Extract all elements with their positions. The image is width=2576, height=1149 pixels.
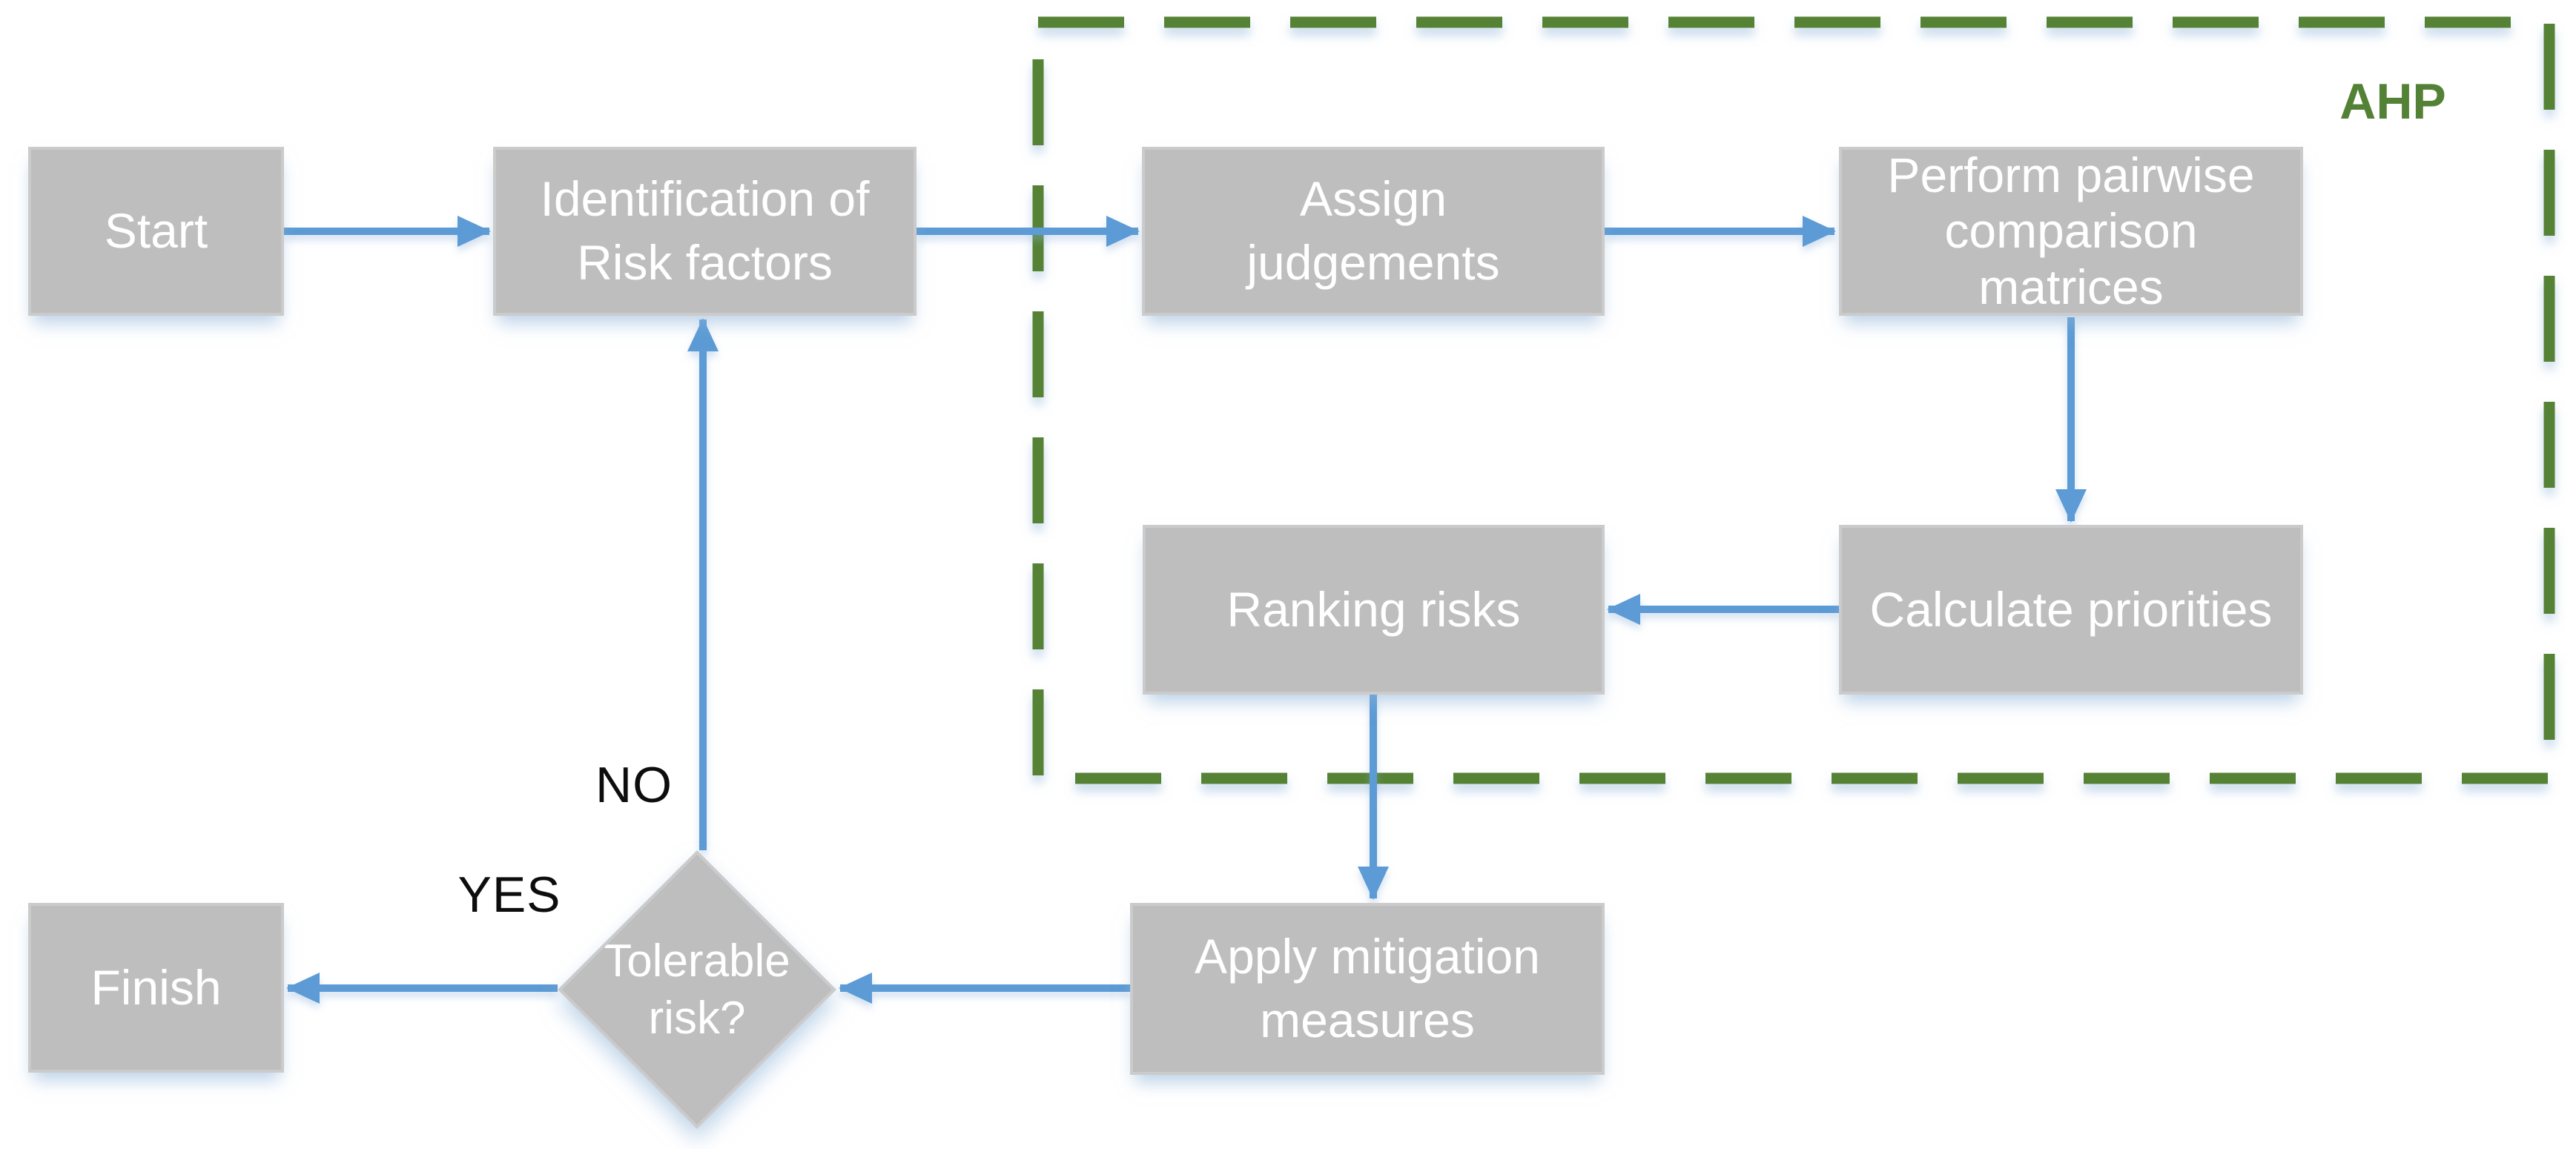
node-finish: Finish (28, 903, 284, 1073)
node-ranking-risks: Ranking risks (1143, 525, 1605, 695)
node-start-label: Start (104, 203, 208, 259)
node-apply-mitigation-measures: Apply mitigation measures (1130, 903, 1605, 1075)
node-tolerable-risk-label: Tolerable risk? (604, 935, 790, 1044)
edge-label-yes: YES (458, 867, 561, 923)
node-finish-label: Finish (90, 959, 222, 1015)
node-calculate-priorities-label: Calculate priorities (1869, 581, 2273, 637)
node-identification-of-risk-factors: Identification of Risk factors (493, 147, 917, 316)
diamond-shape: Tolerable risk? (558, 850, 836, 1129)
node-perform-pairwise-comparison-matrices: Perform pairwise comparison matrices (1839, 147, 2303, 316)
ahp-group-label: AHP (2339, 73, 2446, 130)
node-pairwise-label: Perform pairwise comparison matrices (1887, 148, 2255, 314)
node-ranking-risks-label: Ranking risks (1226, 581, 1521, 637)
node-tolerable-risk-decision: Tolerable risk? (558, 850, 836, 1129)
node-calculate-priorities: Calculate priorities (1839, 525, 2303, 695)
edge-label-no: NO (595, 757, 673, 813)
node-apply-mitigation-label: Apply mitigation measures (1195, 929, 1540, 1047)
node-assign-judgements-label: Assign judgements (1246, 171, 1500, 290)
diamond-fill: Tolerable risk? (562, 855, 832, 1125)
node-assign-judgements: Assign judgements (1142, 147, 1605, 316)
node-identification-label: Identification of Risk factors (540, 171, 870, 290)
node-start: Start (28, 147, 284, 316)
